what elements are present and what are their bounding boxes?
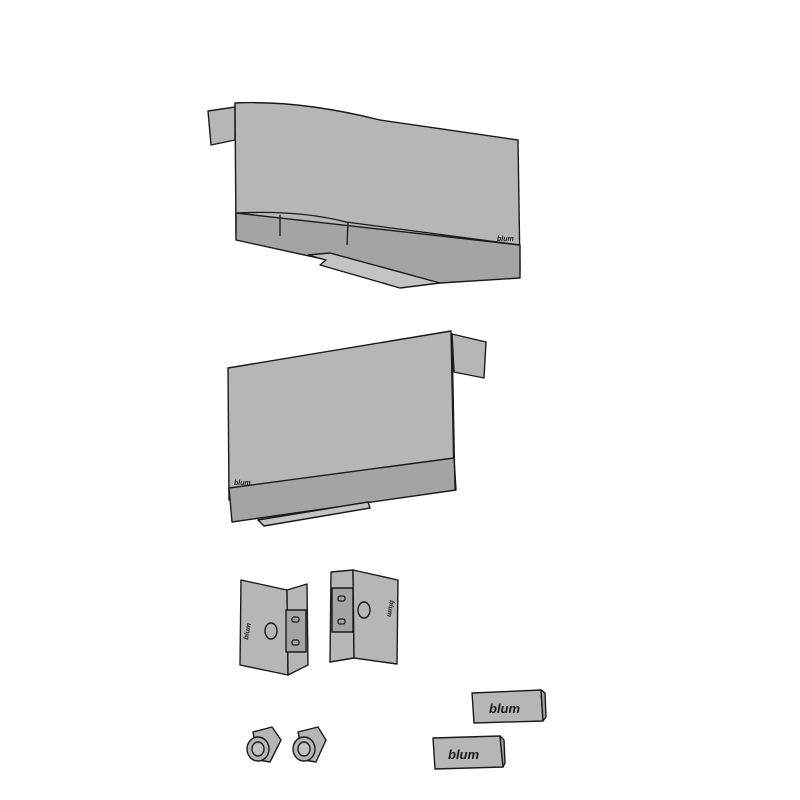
mounting-bracket-right: blum bbox=[329, 569, 399, 665]
left-cover-cap: blum bbox=[207, 101, 521, 289]
blum-logo-icon: blum bbox=[497, 236, 514, 243]
mounting-bracket-left: blum bbox=[239, 579, 309, 676]
logo-plate-bottom: blum bbox=[432, 735, 506, 770]
dowel-right bbox=[292, 726, 327, 763]
blum-logo-icon: blum bbox=[243, 623, 253, 641]
blum-logo-icon: blum bbox=[448, 747, 479, 762]
dowel-left bbox=[246, 726, 282, 763]
right-cover-cap: blum bbox=[227, 330, 487, 527]
blum-logo-icon: blum bbox=[234, 480, 251, 487]
blum-logo-icon: blum bbox=[489, 701, 520, 716]
blum-logo-icon: blum bbox=[385, 600, 395, 618]
logo-plate-top: blum bbox=[471, 689, 547, 724]
